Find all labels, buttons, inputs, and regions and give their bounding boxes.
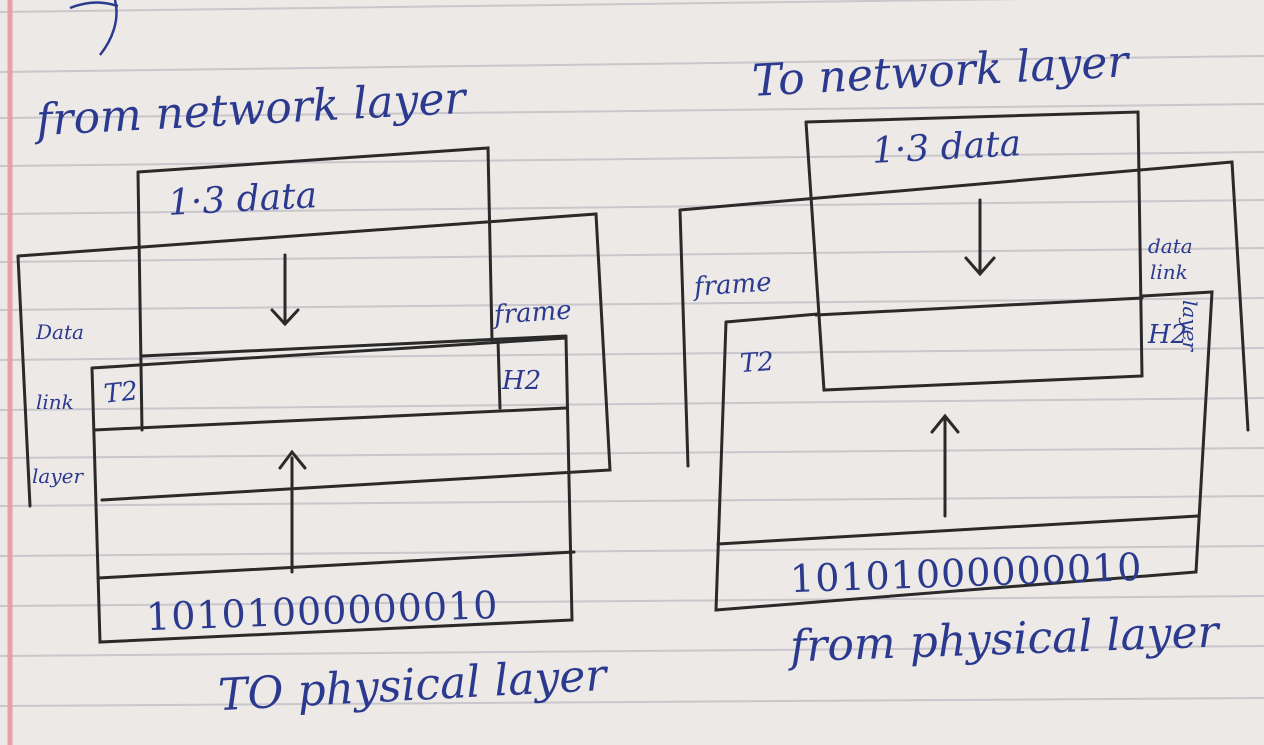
left-side-label-link: link	[36, 390, 74, 414]
left-side-label-data: Data	[36, 320, 84, 344]
left-l2-divider	[92, 406, 568, 432]
right-l3-box	[804, 110, 1144, 392]
left-bitstream: 10101000000010	[145, 582, 500, 640]
left-diagram-lines	[16, 146, 612, 644]
right-bit-box	[714, 290, 1214, 612]
left-frame-box	[16, 212, 612, 508]
right-side-label-link: link	[1150, 260, 1188, 284]
left-header-line	[140, 334, 568, 358]
right-frame-box	[678, 160, 1250, 468]
left-l3-data-label: 1·3 data	[167, 175, 319, 224]
right-bit-divider	[716, 514, 1200, 546]
left-h2-tick	[496, 338, 502, 410]
left-down-arrow	[270, 253, 300, 327]
left-up-arrow	[278, 449, 307, 574]
right-down-arrow	[964, 198, 996, 277]
left-frame-label: frame	[493, 295, 573, 331]
right-trailer-label: T2	[738, 346, 775, 380]
ruled-lines	[0, 0, 1264, 707]
right-up-arrow	[930, 413, 960, 518]
right-side-label-data: data	[1148, 234, 1193, 258]
left-trailer-label: T2	[102, 376, 140, 410]
left-l3-box	[136, 146, 494, 432]
left-bit-box	[90, 336, 574, 644]
right-frame-label: frame	[693, 267, 773, 303]
left-bit-divider	[96, 550, 576, 580]
right-diagram-lines	[678, 110, 1250, 612]
left-header-label: H2	[502, 366, 542, 396]
right-header-label: H2	[1148, 320, 1188, 350]
right-l3-divider	[814, 296, 1144, 317]
right-l3-data-label: 1·3 data	[871, 123, 1023, 172]
left-side-label-layer: layer	[32, 464, 84, 488]
doodle-top	[69, 0, 119, 56]
right-bitstream: 10101000000010	[789, 544, 1144, 602]
